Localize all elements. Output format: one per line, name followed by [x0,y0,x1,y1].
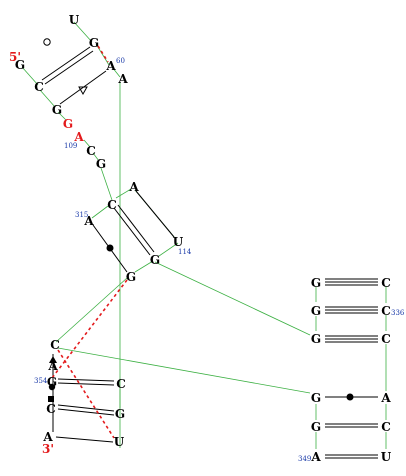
position-number-315: 315 [75,211,88,219]
nucleotide-g-top: G [89,36,99,50]
dashed-pair-line [51,279,128,379]
backbone-segment [92,152,100,162]
position-number-114: 114 [178,248,192,256]
nucleotide-c-bottom: C [50,338,60,352]
nucleotide-a-mid: A [128,180,139,194]
nucleotide-g-right5: G [311,420,321,434]
nucleotide-a109: A [73,130,84,144]
three-prime-end-label: 3' [42,442,54,456]
base-pair-line [117,204,155,253]
nucleotide-a60: A [105,59,116,73]
nucleotide-c-bottom3: C [46,402,56,416]
nucleotide-u-top: U [69,13,80,27]
nucleotides: U G A A G C G G A C G A C A U G G C A G … [15,13,392,464]
position-number-60: 60 [116,57,125,65]
base-pair-line [113,207,151,256]
noncanonical-pairs [51,45,128,439]
backbone-segment [115,188,132,199]
position-number-354: 354 [34,377,48,385]
nucleotide-c-bottom2: C [116,377,126,391]
backbone-segment [158,242,179,257]
nucleotide-g-red: G [63,117,73,131]
nucleotide-a349: A [310,450,321,464]
pair-symbols [43,38,354,402]
nucleotide-g-bottom: G [115,407,125,421]
base-pair-line [135,190,175,238]
nucleotide-a-bottom: A [47,359,58,373]
filled-circle-symbol [346,393,354,401]
nucleotide-g-right1: G [311,276,321,290]
nucleotide-a-right4: A [380,391,391,405]
nucleotide-c-right3: C [381,332,391,346]
filled-circle-symbol [48,383,56,391]
filled-circle-symbol [106,244,114,252]
nucleotide-c-left: C [34,80,44,94]
five-prime-end-label: 5' [9,50,21,64]
nucleotide-c336: C [381,304,391,318]
backbone-segment [55,277,128,343]
backbone-segment [91,205,109,219]
backbone-segment [39,89,56,108]
base-pair-line [57,382,115,386]
nucleotide-g-mid2: G [150,253,160,267]
base-pair-line [57,408,115,416]
backbone-segment [100,167,113,201]
dashed-pair-line [57,349,115,439]
base-pair-line [44,50,94,85]
backbone [21,21,387,449]
base-pair-line [55,436,114,443]
nucleotide-c-mid2: C [107,198,117,212]
backbone-segment [134,260,154,273]
base-pair-line [41,46,91,81]
base-pair-line [57,404,115,412]
position-number-109: 109 [64,142,77,150]
position-number-336: 336 [391,309,405,317]
base-pairs [41,46,378,459]
nucleotide-g354: G [47,375,57,389]
nucleotide-a-bottom3: A [42,430,53,444]
backbone-segment [111,66,121,78]
filled-triangle-symbol [49,356,57,363]
backbone-segment [154,261,311,336]
nucleotide-a315: A [83,214,94,228]
open-triangle-symbol [78,86,88,96]
base-pair-line [57,378,115,382]
nucleotide-c-mid: C [86,144,96,158]
backbone-segment [83,139,91,148]
nucleotide-c-right5: C [381,420,391,434]
nucleotide-g-mid3: G [126,270,136,284]
nucleotide-g-right4: G [311,391,321,405]
nucleotide-g-right3: G [311,332,321,346]
position-number-349: 349 [298,455,311,463]
nucleotide-g-mid: G [96,157,106,171]
backbone-segment [57,111,67,121]
filled-square-symbol [48,396,54,402]
nucleotide-u-right6: U [381,450,392,464]
open-circle-symbol [43,38,51,46]
nucleotide-g-left2: G [52,103,62,117]
position-numbers: 60 109 315 114 354 336 349 [34,57,405,463]
nucleotide-g-right2: G [311,304,321,318]
backbone-segment [21,66,39,86]
nucleotide-u114: U [173,235,184,249]
nucleotide-c-right1: C [381,276,391,290]
nucleotide-g5: G [15,58,25,72]
nucleotide-a-right: A [117,72,128,86]
backbone-segment [73,21,93,43]
backbone-segment [57,347,311,394]
nucleotide-u-bottom: U [114,435,125,449]
